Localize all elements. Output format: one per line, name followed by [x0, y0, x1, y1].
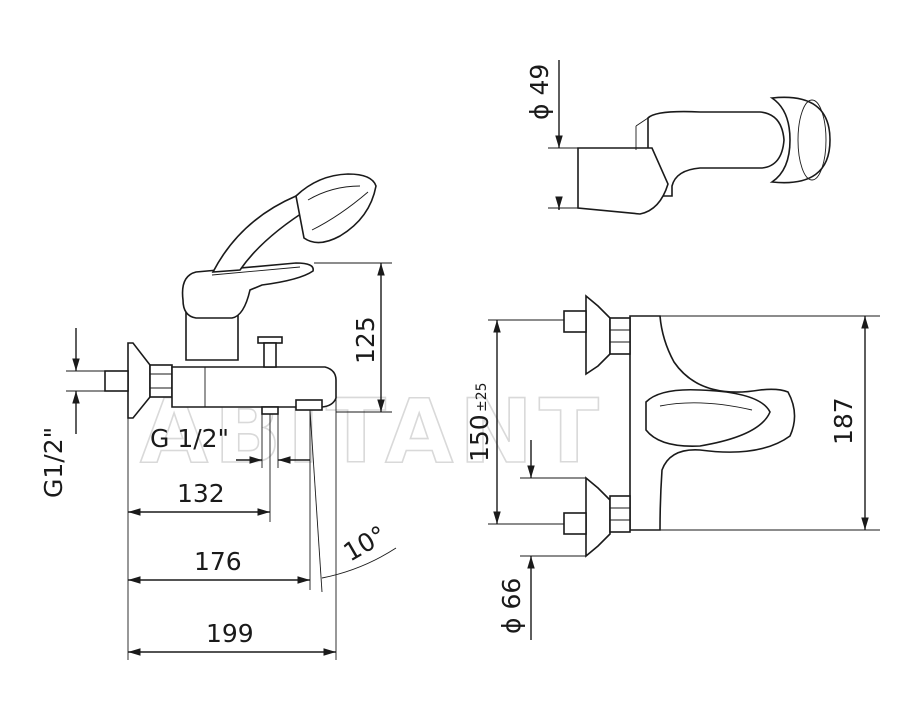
upper-flange: [585, 294, 611, 376]
upper-inlet: [563, 310, 587, 333]
thread-vertical-label: G1/2": [39, 427, 68, 498]
spout-outlet: [295, 399, 323, 411]
side-view: [104, 173, 377, 419]
thread-horizontal-label: G 1/2": [150, 424, 229, 453]
side-dimensions: [66, 262, 397, 660]
shower-connector: [261, 406, 279, 415]
inlet-connector: [104, 370, 129, 392]
dim-125-label: 125: [351, 316, 380, 364]
hand-shower-head: [295, 173, 377, 244]
dim-150-tolerance: ±25: [474, 382, 490, 412]
dia-66-label: ϕ 66: [497, 578, 526, 634]
angle-label: 10°: [339, 520, 392, 567]
dim-150-label: 150: [465, 414, 494, 462]
lower-flange: [585, 476, 611, 558]
lower-inlet: [563, 512, 587, 535]
upper-nut: [609, 317, 631, 355]
hex-nut: [149, 364, 173, 398]
diverter-cap: [257, 336, 283, 344]
holder-arm: [647, 110, 785, 197]
shower-holder: [577, 96, 831, 215]
diverter-stem: [263, 342, 277, 368]
hand-shower-arm: [211, 195, 312, 273]
holder-cup: [577, 147, 669, 215]
holder-dimensions: [548, 60, 578, 210]
dim-187-label: 187: [829, 397, 858, 445]
front-dimensions: [488, 315, 880, 640]
front-view: [563, 294, 796, 558]
dia-49-label: ϕ 49: [525, 64, 554, 120]
dim-132-label: 132: [177, 479, 225, 508]
dim-176-label: 176: [194, 547, 242, 576]
lever-handle: [181, 262, 314, 319]
dim-199-label: 199: [206, 619, 254, 648]
cartridge-neck: [185, 311, 239, 361]
lower-nut: [609, 495, 631, 533]
